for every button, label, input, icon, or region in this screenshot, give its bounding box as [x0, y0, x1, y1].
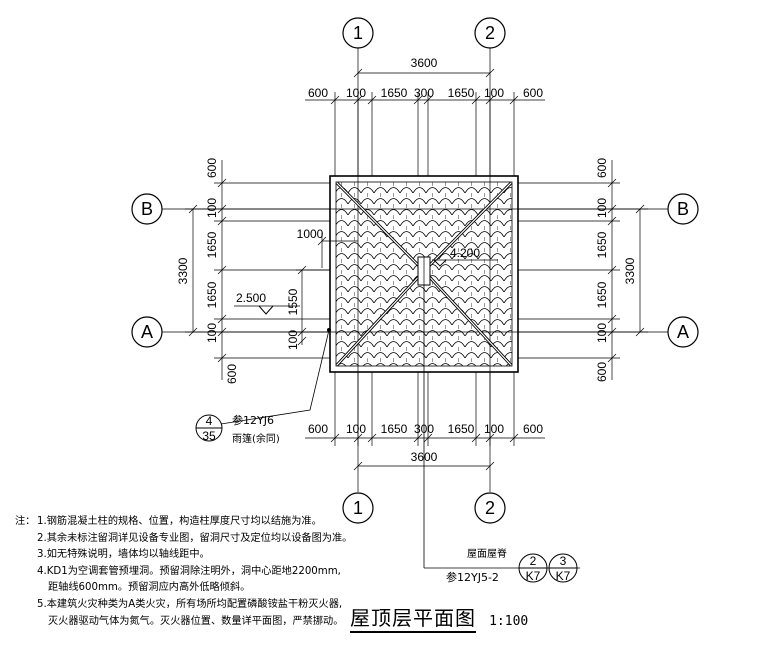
- dim-left-part: 600: [205, 158, 219, 178]
- dim-left-part: 1650: [205, 231, 219, 258]
- svg-text:1: 1: [353, 498, 363, 518]
- dim-bottom-part: 1650: [381, 422, 408, 436]
- dim-bottom-part: 600: [308, 422, 328, 436]
- gutter-detail-number: 4: [206, 414, 213, 428]
- svg-text:A: A: [677, 322, 689, 342]
- svg-text:B: B: [141, 199, 153, 219]
- dim-bottom-part: 600: [523, 422, 543, 436]
- dim-bottom-parts: 600 100 1650 300 1650 100 600: [308, 422, 543, 436]
- grid-bubble-b-left: B: [131, 193, 163, 225]
- note-item: 灭火器驱动气体为氮气。灭火器位置、数量详平面图，严禁挪动。: [48, 615, 344, 627]
- note-item: 1.钢筋混凝土柱的规格、位置，构造柱厚度尺寸均以结施为准。: [37, 516, 322, 527]
- dim-bottom-part: 100: [484, 422, 504, 436]
- dim-left-part: 100: [205, 323, 219, 343]
- notes-prefix: 注：: [15, 516, 36, 527]
- dim-right-part: 100: [595, 198, 609, 218]
- dim-left-total: 3300: [176, 257, 190, 284]
- dim-left-part: 100: [205, 198, 219, 218]
- note-item: 4.KD1为空调套管预埋洞。预留洞除注明外，洞中心距地2200mm,: [37, 565, 341, 577]
- dim-top-part: 600: [523, 86, 543, 100]
- dim-top-total: 3600: [411, 56, 438, 70]
- dim-top-part: 600: [308, 86, 328, 100]
- dim-right-parts: 600 100 1650 1650 100 600: [595, 158, 609, 382]
- dim-right-part: 1650: [595, 281, 609, 308]
- grid-bubble-a-right: A: [667, 316, 699, 348]
- dim-left-part: 600: [225, 364, 239, 384]
- ridge-ref: 参12YJ5-2: [446, 570, 499, 584]
- drawing-title: 屋顶层平面图 1:100: [350, 602, 529, 633]
- right-dimension-lines: [518, 160, 648, 380]
- ridge-elevation: 4.200: [450, 246, 480, 260]
- top-dimension-lines: [305, 68, 545, 176]
- eave-elevation-marker: 2.500: [234, 291, 300, 315]
- grid-bubble-b-right: B: [667, 193, 699, 225]
- drawing-scale: 1:100: [489, 614, 529, 629]
- general-notes: 注：1.钢筋混凝土柱的规格、位置，构造柱厚度尺寸均以结施为准。 2.其余未标注留…: [15, 514, 375, 630]
- svg-text:1: 1: [353, 23, 363, 43]
- dim-top-part: 1650: [381, 86, 408, 100]
- gutter-ref: 参12YJ6: [232, 413, 274, 427]
- dim-top-part: 1650: [448, 86, 475, 100]
- roof-finial: [417, 256, 431, 286]
- roof-hips-inner: [336, 182, 512, 366]
- dim-side-tail: 100: [286, 330, 300, 350]
- dim-eave-offset: 1000: [297, 227, 324, 241]
- eave-elevation: 2.500: [236, 291, 266, 305]
- dim-left-part: 1650: [205, 281, 219, 308]
- dim-right-part: 1650: [595, 231, 609, 258]
- gutter-callout: 4 35 参12YJ6 雨篷(余同): [195, 328, 331, 445]
- dim-top-part: 100: [484, 86, 504, 100]
- grid-bubble-1-top: 1: [342, 17, 374, 49]
- dim-left-parts: 600 100 1650 1650 100 600: [205, 158, 239, 384]
- grid-bubble-1-bottom: 1: [342, 492, 374, 524]
- dim-top-parts: 600 100 1650 300 1650 100 600: [308, 86, 543, 100]
- note-item: 距轴线600mm。预留洞应内高外低略倾斜。: [48, 582, 251, 594]
- dim-top-part: 300: [414, 86, 434, 100]
- ridge-detail-number: 2: [530, 554, 537, 568]
- note-item: 3.如无特殊说明，墙体均以轴线距中。: [37, 549, 210, 561]
- note-item: 5.本建筑火灾种类为A类火灾，所有场所均配置磷酸铵盐干粉灭火器,: [37, 598, 343, 610]
- ridge-label: 屋面屋脊: [467, 547, 507, 560]
- dim-right-part: 600: [595, 158, 609, 178]
- grid-bubble-2-bottom: 2: [474, 492, 506, 524]
- gutter-detail-sheet: 35: [202, 429, 216, 443]
- dim-top-part: 100: [346, 86, 366, 100]
- secondary-dimension-lines: [296, 233, 358, 346]
- dim-side-height: 1550: [286, 288, 300, 315]
- bottom-dimension-lines: [305, 372, 545, 471]
- ridge-detail-sheet: K7: [556, 569, 571, 583]
- dim-bottom-part: 1650: [448, 422, 475, 436]
- dim-right-total: 3300: [623, 257, 637, 284]
- dim-right-part: 600: [595, 362, 609, 382]
- note-item: 2.其余未标注留洞详见设备专业图，留洞尺寸及定位均以设备图为准。: [37, 532, 353, 544]
- ridge-callout: 屋面屋脊 参12YJ5-2 2 K7 3 K7: [423, 285, 580, 584]
- svg-text:2: 2: [485, 498, 495, 518]
- drawing-title-text: 屋顶层平面图: [350, 606, 476, 633]
- ridge-elevation-marker: 4.200: [433, 246, 498, 267]
- svg-text:2: 2: [485, 23, 495, 43]
- grid-bubble-2-top: 2: [474, 17, 506, 49]
- svg-text:A: A: [141, 322, 153, 342]
- gutter-label: 雨篷(余同): [232, 432, 280, 445]
- grid-bubble-a-left: A: [131, 316, 163, 348]
- svg-text:B: B: [677, 199, 689, 219]
- ridge-detail-sheet: K7: [526, 569, 541, 583]
- dim-bottom-part: 100: [346, 422, 366, 436]
- dim-right-part: 100: [595, 323, 609, 343]
- ridge-detail-number: 3: [560, 554, 567, 568]
